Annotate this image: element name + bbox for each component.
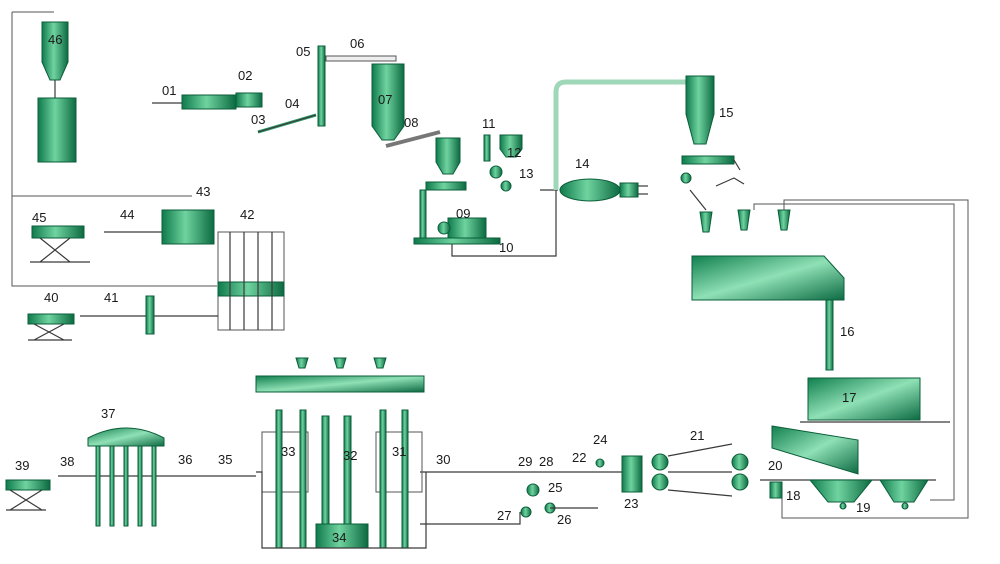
equipment-18-19-20-demould	[760, 479, 936, 510]
label-08: 08	[404, 115, 418, 130]
equipment-cutter-slope	[771, 425, 859, 475]
equipment-08-conveyor	[385, 130, 441, 148]
label-37: 37	[101, 406, 115, 421]
equipment-17-precuring	[800, 377, 950, 423]
label-03: 03	[251, 112, 265, 127]
label-30: 30	[436, 452, 450, 467]
label-26: 26	[557, 512, 571, 527]
label-34: 34	[332, 530, 346, 545]
equipment-16-pouring-conveyor	[691, 255, 845, 371]
label-36: 36	[178, 452, 192, 467]
label-21: 21	[690, 428, 704, 443]
label-28: 28	[539, 454, 553, 469]
recycle-loop-line	[781, 199, 969, 519]
equipment-15-cyclone	[680, 75, 745, 211]
label-17: 17	[842, 390, 856, 405]
equipment-hoppers-row	[699, 209, 791, 233]
label-15: 15	[719, 105, 733, 120]
label-11: 11	[482, 116, 496, 131]
label-45: 45	[32, 210, 46, 225]
label-04: 04	[285, 96, 299, 111]
equipment-05-bucket-elevator	[317, 45, 326, 127]
label-41: 41	[104, 290, 118, 305]
label-31: 31	[392, 444, 406, 459]
slurry-line-10	[451, 190, 557, 257]
label-44: 44	[120, 207, 134, 222]
label-33: 33	[281, 444, 295, 459]
equipment-22-29-transfer	[420, 455, 643, 525]
label-42: 42	[240, 207, 254, 222]
pneumatic-transport-pipe	[553, 79, 690, 190]
equipment-35-39-finished-line	[5, 427, 256, 527]
equipment-40-45-packaging	[27, 209, 285, 341]
label-12: 12	[507, 145, 521, 160]
label-38: 38	[60, 454, 74, 469]
label-32: 32	[343, 448, 357, 463]
label-10: 10	[499, 240, 513, 255]
label-07: 07	[378, 92, 392, 107]
label-05: 05	[296, 44, 310, 59]
equipment-03-04-conveyor	[257, 113, 317, 134]
label-27: 27	[497, 508, 511, 523]
label-02: 02	[238, 68, 252, 83]
equipment-46-cyclone-silo	[37, 21, 77, 163]
label-01: 01	[162, 83, 176, 98]
label-06: 06	[350, 36, 364, 51]
equipment-30-34-autoclave	[255, 357, 427, 549]
label-20: 20	[768, 458, 782, 473]
label-23: 23	[624, 496, 638, 511]
label-25: 25	[548, 480, 562, 495]
label-24: 24	[593, 432, 607, 447]
equipment-21-roller-conveyor	[651, 443, 749, 497]
label-16: 16	[840, 324, 854, 339]
label-40: 40	[44, 290, 58, 305]
label-39: 39	[15, 458, 29, 473]
equipment-01-02-feeder	[152, 92, 263, 110]
equipment-07-silo	[371, 63, 405, 141]
label-18: 18	[786, 488, 800, 503]
equipment-labels: 01 02 03 04 05 06 07 08 09 10 11 12 13 14 15 16 17 18 19 20…	[15, 32, 870, 545]
label-35: 35	[218, 452, 232, 467]
label-22: 22	[572, 450, 586, 465]
label-46: 46	[48, 32, 62, 47]
label-43: 43	[196, 184, 210, 199]
label-19: 19	[856, 500, 870, 515]
label-29: 29	[518, 454, 532, 469]
label-09: 09	[456, 206, 470, 221]
label-13: 13	[519, 166, 533, 181]
equipment-06-screw	[325, 55, 397, 62]
equipment-09-13-mixing-station	[413, 134, 523, 245]
return-frame-line	[11, 11, 217, 287]
label-14: 14	[575, 156, 589, 171]
